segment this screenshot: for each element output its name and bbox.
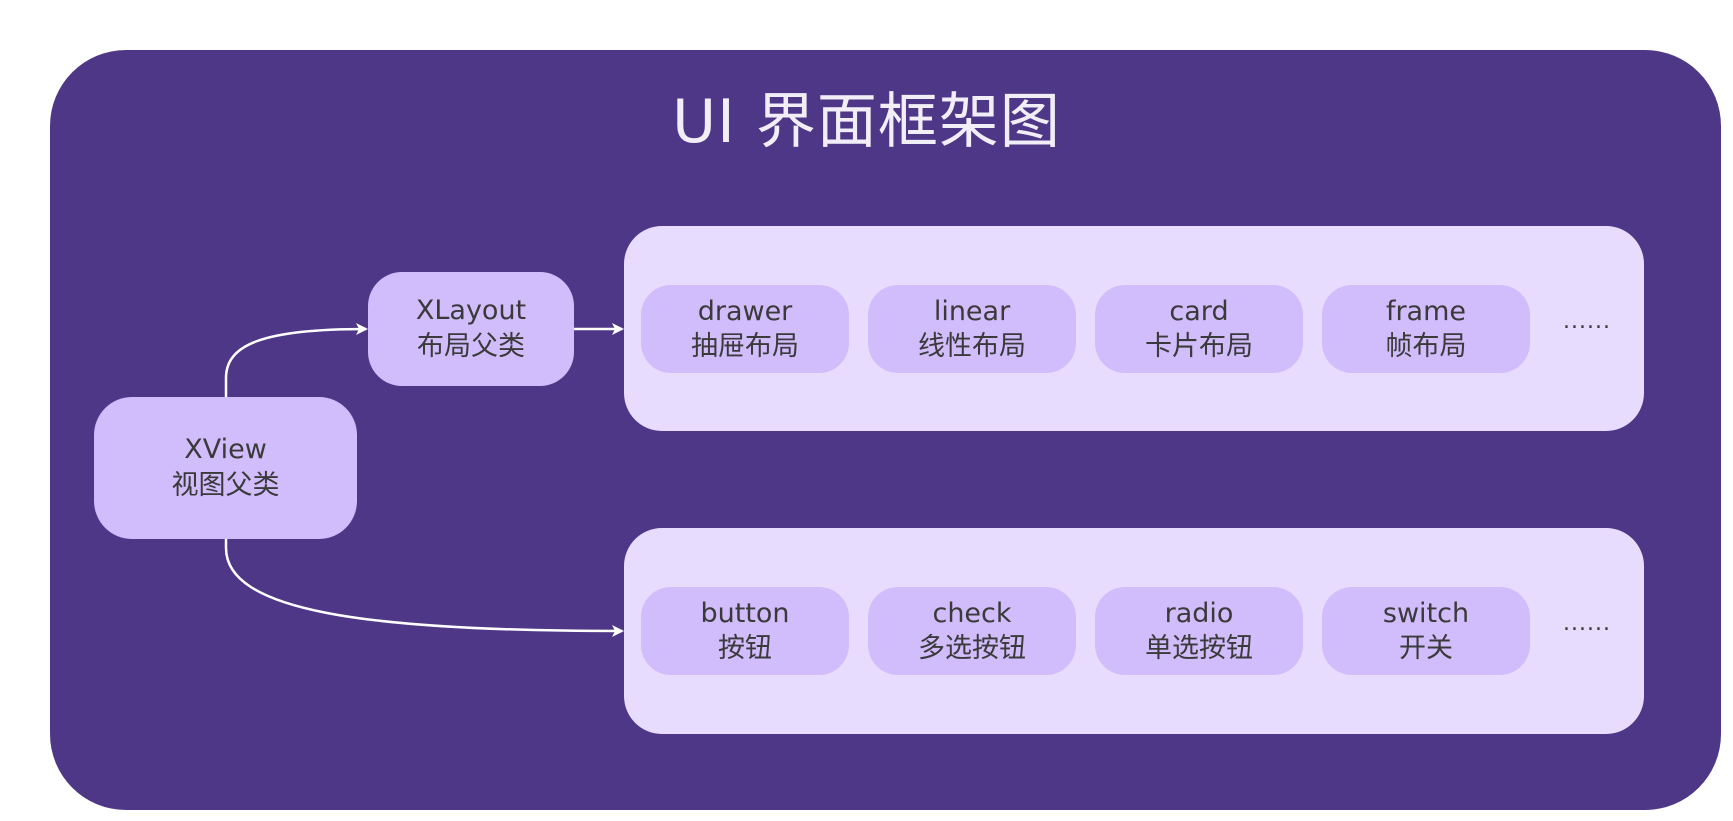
layout-item-drawer[interactable]: drawer 抽屉布局 (641, 285, 849, 373)
xlayout-node[interactable]: XLayout 布局父类 (368, 272, 574, 386)
item-label-en: radio (1164, 598, 1234, 629)
item-label-en: card (1169, 296, 1229, 327)
item-label-en: button (700, 598, 790, 629)
diagram-title: UI 界面框架图 (672, 87, 1061, 157)
widget-item-radio[interactable]: radio 单选按钮 (1095, 587, 1303, 675)
item-label-zh: 线性布局 (918, 331, 1026, 362)
item-label-zh: 帧布局 (1385, 331, 1467, 362)
layout-item-linear[interactable]: linear 线性布局 (868, 285, 1076, 373)
layout-item-frame[interactable]: frame 帧布局 (1322, 285, 1530, 373)
widget-item-button[interactable]: button 按钮 (641, 587, 849, 675)
item-label-zh: 单选按钮 (1145, 633, 1253, 664)
xlayout-label-en: XLayout (415, 295, 527, 326)
item-label-en: frame (1385, 296, 1467, 327)
item-label-zh: 开关 (1399, 633, 1453, 664)
item-label-zh: 卡片布局 (1145, 331, 1253, 362)
widget-item-check[interactable]: check 多选按钮 (868, 587, 1076, 675)
item-label-en: drawer (697, 296, 793, 327)
item-label-zh: 抽屉布局 (691, 331, 799, 362)
layouts-more-ellipsis: ...... (1563, 309, 1611, 334)
xview-label-zh: 视图父类 (171, 470, 280, 501)
item-label-zh: 多选按钮 (918, 633, 1026, 664)
item-label-en: check (932, 598, 1012, 629)
item-label-en: switch (1382, 598, 1470, 629)
item-label-zh: 按钮 (718, 633, 772, 664)
layout-item-card[interactable]: card 卡片布局 (1095, 285, 1303, 373)
widget-item-switch[interactable]: switch 开关 (1322, 587, 1530, 675)
widgets-more-ellipsis: ...... (1563, 611, 1611, 636)
xview-node[interactable]: XView 视图父类 (94, 397, 357, 539)
xview-label-en: XView (184, 434, 267, 465)
xlayout-label-zh: 布局父类 (417, 331, 525, 362)
item-label-en: linear (933, 296, 1011, 327)
